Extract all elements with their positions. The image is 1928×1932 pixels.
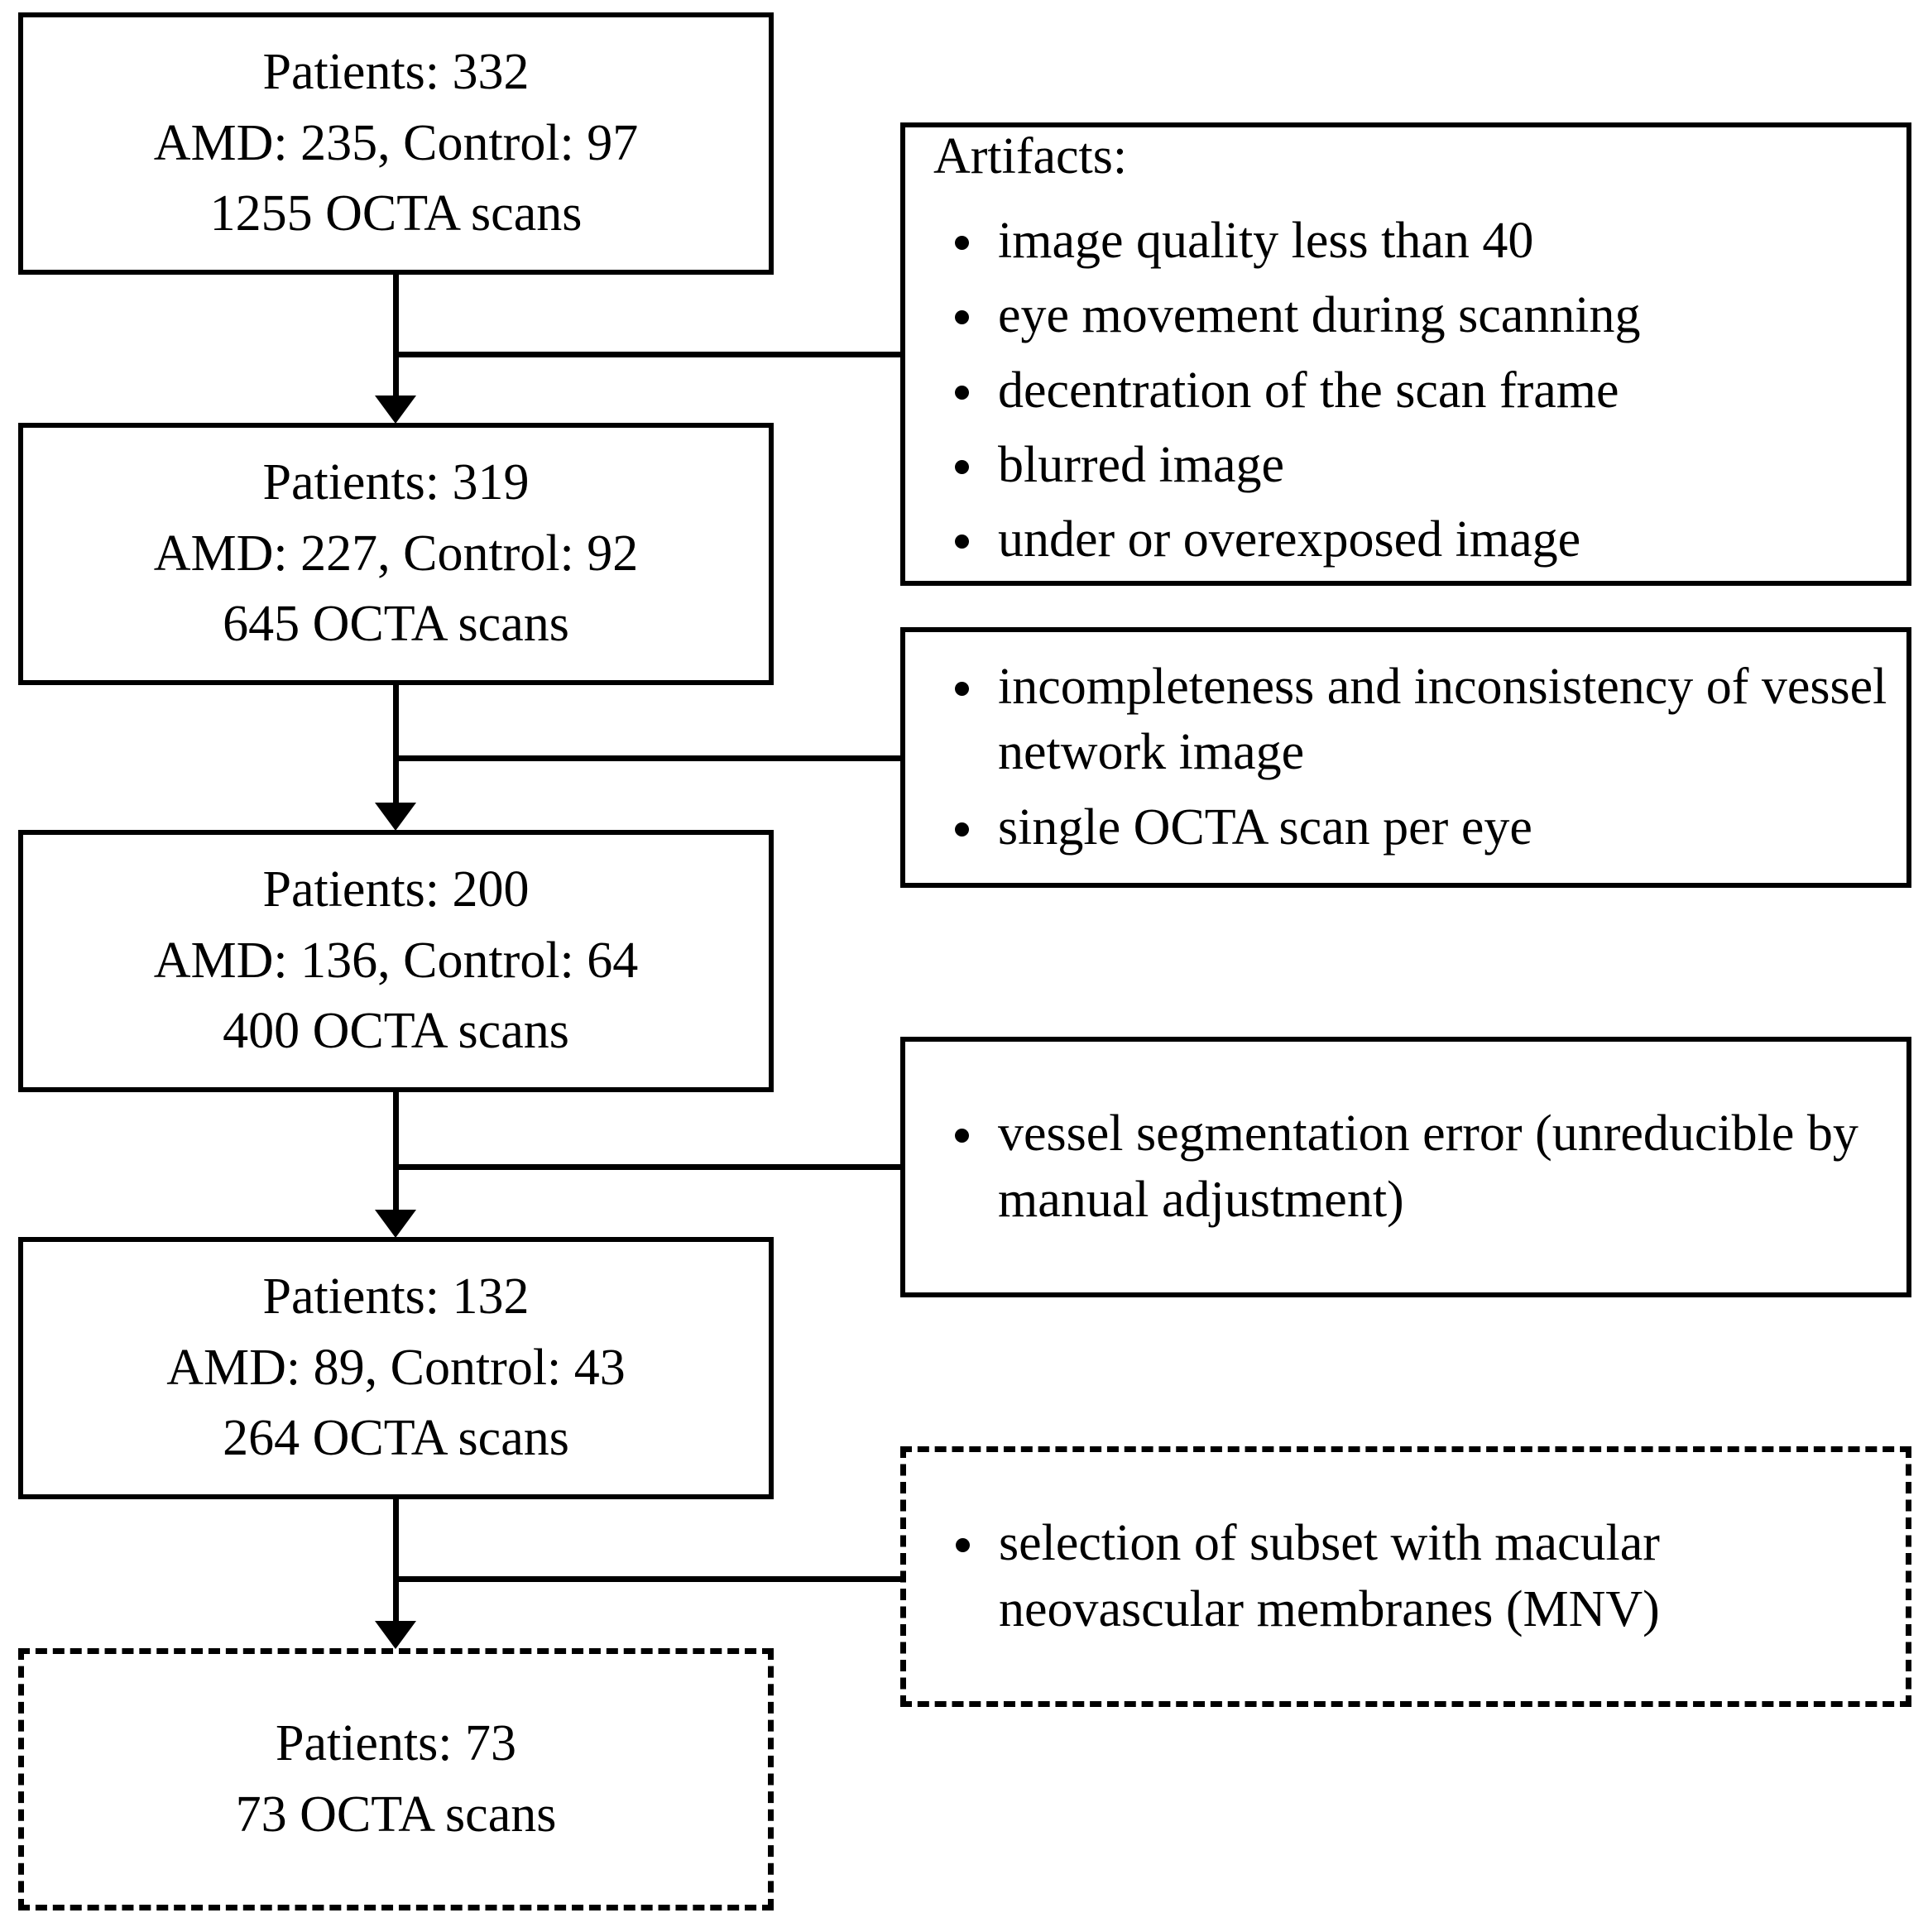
list-item: selection of subset with macular neovasc… [906,1511,1906,1642]
exclusion-box-artifacts-heading: Artifacts: [933,128,1128,185]
flow-node-2: Patients: 319 AMD: 227, Control: 92 645 … [18,423,774,685]
connector-1-arrowhead [375,396,416,424]
list-item: decentration of the scan frame [905,358,1906,424]
flow-node-5: Patients: 73 73 OCTA scans [18,1648,774,1910]
flow-node-4: Patients: 132 AMD: 89, Control: 43 264 O… [18,1237,774,1499]
connector-3-vertical [393,1091,399,1213]
flow-node-1-line-2: AMD: 235, Control: 97 [153,114,639,171]
flow-node-1-line-1: Patients: 332 [262,44,530,101]
bullet-dot-icon [955,535,969,549]
connector-2-vertical [393,683,399,806]
list-item: incompleteness and inconsistency of vess… [905,654,1906,786]
bullet-dot-icon [956,1538,970,1553]
connector-1-branch-to-artifacts [393,352,903,357]
exclusion-box-segmentation-error-list: vessel segmentation error (unreducible b… [905,1092,1906,1242]
flow-node-2-line-1: Patients: 319 [262,454,530,511]
list-item: blurred image [905,433,1906,498]
connector-4-arrowhead [375,1621,416,1649]
bullet-dot-icon [955,310,969,325]
flow-node-1: Patients: 332 AMD: 235, Control: 97 1255… [18,12,774,275]
connector-4-vertical [393,1498,399,1624]
bullet-dot-icon [955,822,969,837]
connector-1-vertical [393,273,399,397]
list-item: image quality less than 40 [905,209,1906,274]
flow-node-2-line-2: AMD: 227, Control: 92 [153,525,639,582]
flow-node-3-line-2: AMD: 136, Control: 64 [153,932,639,989]
list-item: single OCTA scan per eye [905,795,1906,861]
connector-2-branch-to-exclusion2 [393,755,903,761]
connector-3-branch-to-exclusion3 [393,1164,903,1170]
list-item: vessel segmentation error (unreducible b… [905,1101,1906,1233]
flow-node-3: Patients: 200 AMD: 136, Control: 64 400 … [18,830,774,1092]
flow-node-5-line-1: Patients: 73 [275,1714,517,1771]
flow-node-3-line-3: 400 OCTA scans [223,1003,569,1060]
connector-2-arrowhead [375,803,416,831]
flow-node-2-line-3: 645 OCTA scans [223,596,569,653]
flow-node-5-line-2: 73 OCTA scans [235,1786,557,1843]
bullet-dot-icon [955,459,969,474]
exclusion-box-artifacts: Artifacts: image quality less than 40 ey… [900,122,1911,586]
exclusion-box-vessel-network-list: incompleteness and inconsistency of vess… [905,645,1906,870]
bullet-dot-icon [955,681,969,696]
bullet-dot-icon [955,385,969,400]
flow-node-3-line-1: Patients: 200 [262,861,530,918]
list-item: under or overexposed image [905,507,1906,573]
flow-node-4-line-1: Patients: 132 [262,1268,530,1326]
exclusion-box-segmentation-error: vessel segmentation error (unreducible b… [900,1037,1911,1297]
exclusion-box-vessel-network: incompleteness and inconsistency of vess… [900,627,1911,888]
connector-3-arrowhead [375,1210,416,1238]
flow-node-4-line-2: AMD: 89, Control: 43 [166,1339,626,1396]
exclusion-box-artifacts-list: image quality less than 40 eye movement … [905,199,1906,582]
connector-4-branch-to-exclusion4 [393,1576,903,1582]
bullet-dot-icon [955,1129,969,1143]
list-item: eye movement during scanning [905,283,1906,348]
bullet-dot-icon [955,235,969,250]
exclusion-box-mnv-selection: selection of subset with macular neovasc… [900,1446,1911,1707]
flow-node-1-line-3: 1255 OCTA scans [209,185,583,242]
exclusion-box-mnv-selection-list: selection of subset with macular neovasc… [906,1502,1906,1652]
flow-node-4-line-3: 264 OCTA scans [223,1410,569,1467]
